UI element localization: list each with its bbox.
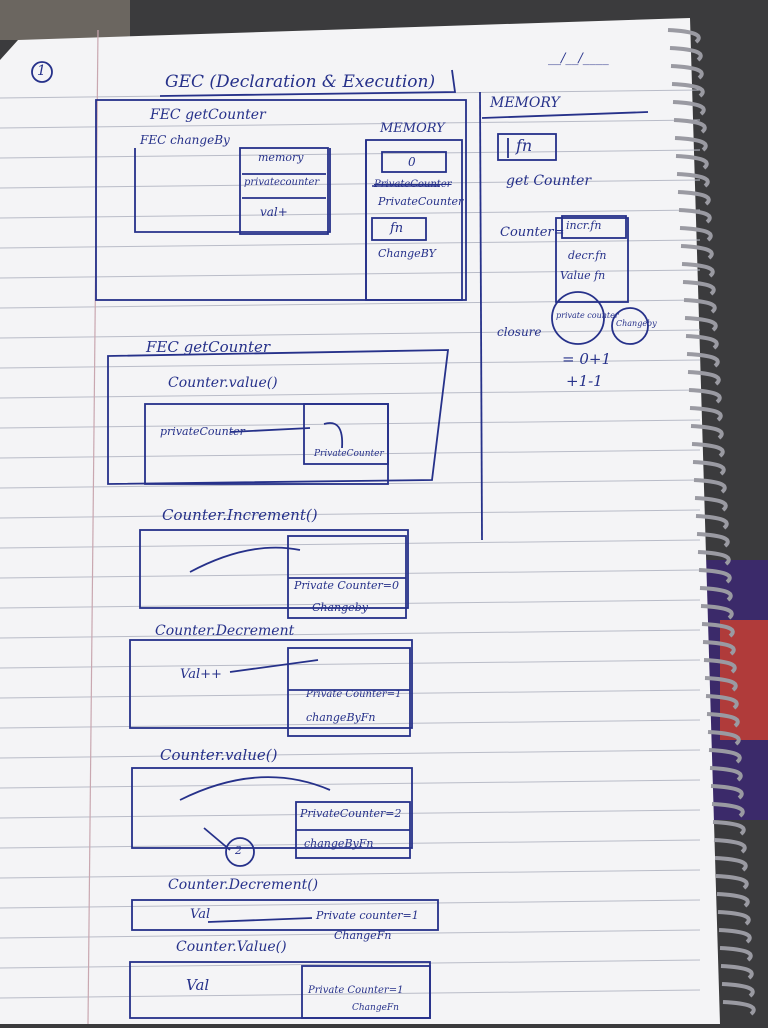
page-number: 1 (37, 63, 46, 79)
changeby-row-memory: memory (258, 151, 304, 164)
top-memory-struck: PrivateCounter (374, 179, 452, 190)
top-memory-changeby: ChangeBY (378, 247, 436, 260)
memory-heading: MEMORY (490, 95, 560, 111)
top-memory-zero: 0 (408, 155, 416, 169)
fec-getcounter-2-right (303, 403, 389, 465)
changeby-row-val: val+ (260, 205, 288, 219)
counter-item-decr: decr.fn (568, 249, 607, 262)
block-5-left: Val (186, 976, 210, 994)
decrement-right (287, 647, 411, 737)
decrement2-block (131, 899, 439, 931)
top-memory-heading: MEMORY (380, 121, 445, 136)
block-4-call: Counter.Decrement() (168, 877, 319, 893)
fec-getcounter-2-call: Counter.value() (168, 375, 278, 391)
date-field: __/__/____ (548, 51, 609, 66)
fec-getcounter-2-label: FEC getCounter (146, 338, 271, 356)
block-5-call: Counter.Value() (176, 939, 287, 955)
fec-getcounter-top-box (95, 99, 467, 301)
block-4-left: Val (190, 907, 211, 922)
block-3-circle: 2 (235, 844, 242, 857)
closure-circle-label: private counter (556, 311, 619, 320)
increment-block (139, 529, 409, 609)
block-2-left: Val++ (180, 667, 222, 682)
block-4-right1: Private counter=1 (316, 909, 419, 922)
ink-diagram (31, 61, 649, 1019)
block-1-right2: Changeby (312, 601, 368, 614)
fec-getcounter-2-inner-left: privateCounter (160, 425, 245, 438)
fec-changeby-label: FEC changeBy (140, 133, 230, 147)
fec-changeby-box (134, 148, 331, 233)
getcounter-label: get Counter (506, 173, 592, 189)
notebook-page (0, 18, 720, 1024)
block-1-right1: Private Counter=0 (294, 579, 399, 592)
block-2-right1: Private Counter=1 (306, 689, 402, 700)
block-5-right1: Private Counter=1 (308, 985, 404, 996)
memory-fn-square (497, 133, 557, 161)
closure-label: closure (497, 325, 542, 339)
decrement-block (129, 639, 413, 729)
page-number-circle (31, 61, 53, 83)
eq-line-1: = 0+1 (562, 350, 611, 368)
counter-object-box (555, 217, 629, 303)
block-5-right2: ChangeFn (352, 1003, 399, 1013)
block-1-call: Counter.Increment() (162, 506, 318, 524)
block-3-call: Counter.value() (160, 746, 278, 764)
eq-line-2: +1-1 (566, 372, 603, 390)
changeby-memory-table (239, 147, 329, 235)
block-2-call: Counter.Decrement (155, 623, 295, 639)
counter-label: Counter= (500, 225, 565, 240)
closure-circle (551, 291, 605, 345)
memory-zero-box (381, 151, 447, 173)
memory-fn-box (371, 217, 427, 241)
block-3-right2: changeByFn (304, 837, 374, 850)
counter-item-incr: incr.fn (566, 219, 602, 232)
memory-fn: fn (516, 136, 533, 155)
fec-getcounter-label: FEC getCounter (150, 107, 266, 123)
top-memory-fn: fn (390, 221, 404, 236)
top-memory-privatecounter: PrivateCounter (378, 195, 464, 208)
title-underline (159, 69, 457, 97)
increment-right (287, 535, 407, 619)
spiral-binding (667, 28, 756, 1016)
changeby-row-privatecounter: privatecounter (244, 177, 320, 188)
fec-getcounter-2-box (107, 349, 450, 485)
block-4-right2: ChangeFn (334, 929, 392, 942)
value-block (131, 767, 413, 849)
block-3-right1: PrivateCounter=2 (300, 807, 402, 820)
step-circle (225, 837, 255, 867)
counter-item-value: Value fn (560, 269, 606, 282)
incr-fn-box (561, 215, 627, 239)
changeby-circle (611, 307, 649, 345)
changeby-circle-label: Changeby (616, 319, 657, 328)
block-2-right2: changeByFn (306, 711, 376, 724)
page-title: GEC (Declaration & Execution) (165, 72, 436, 92)
fec-getcounter-2-inner-right: PrivateCounter (314, 449, 384, 459)
memory-column-divider (479, 91, 483, 541)
value2-right (301, 965, 431, 1019)
